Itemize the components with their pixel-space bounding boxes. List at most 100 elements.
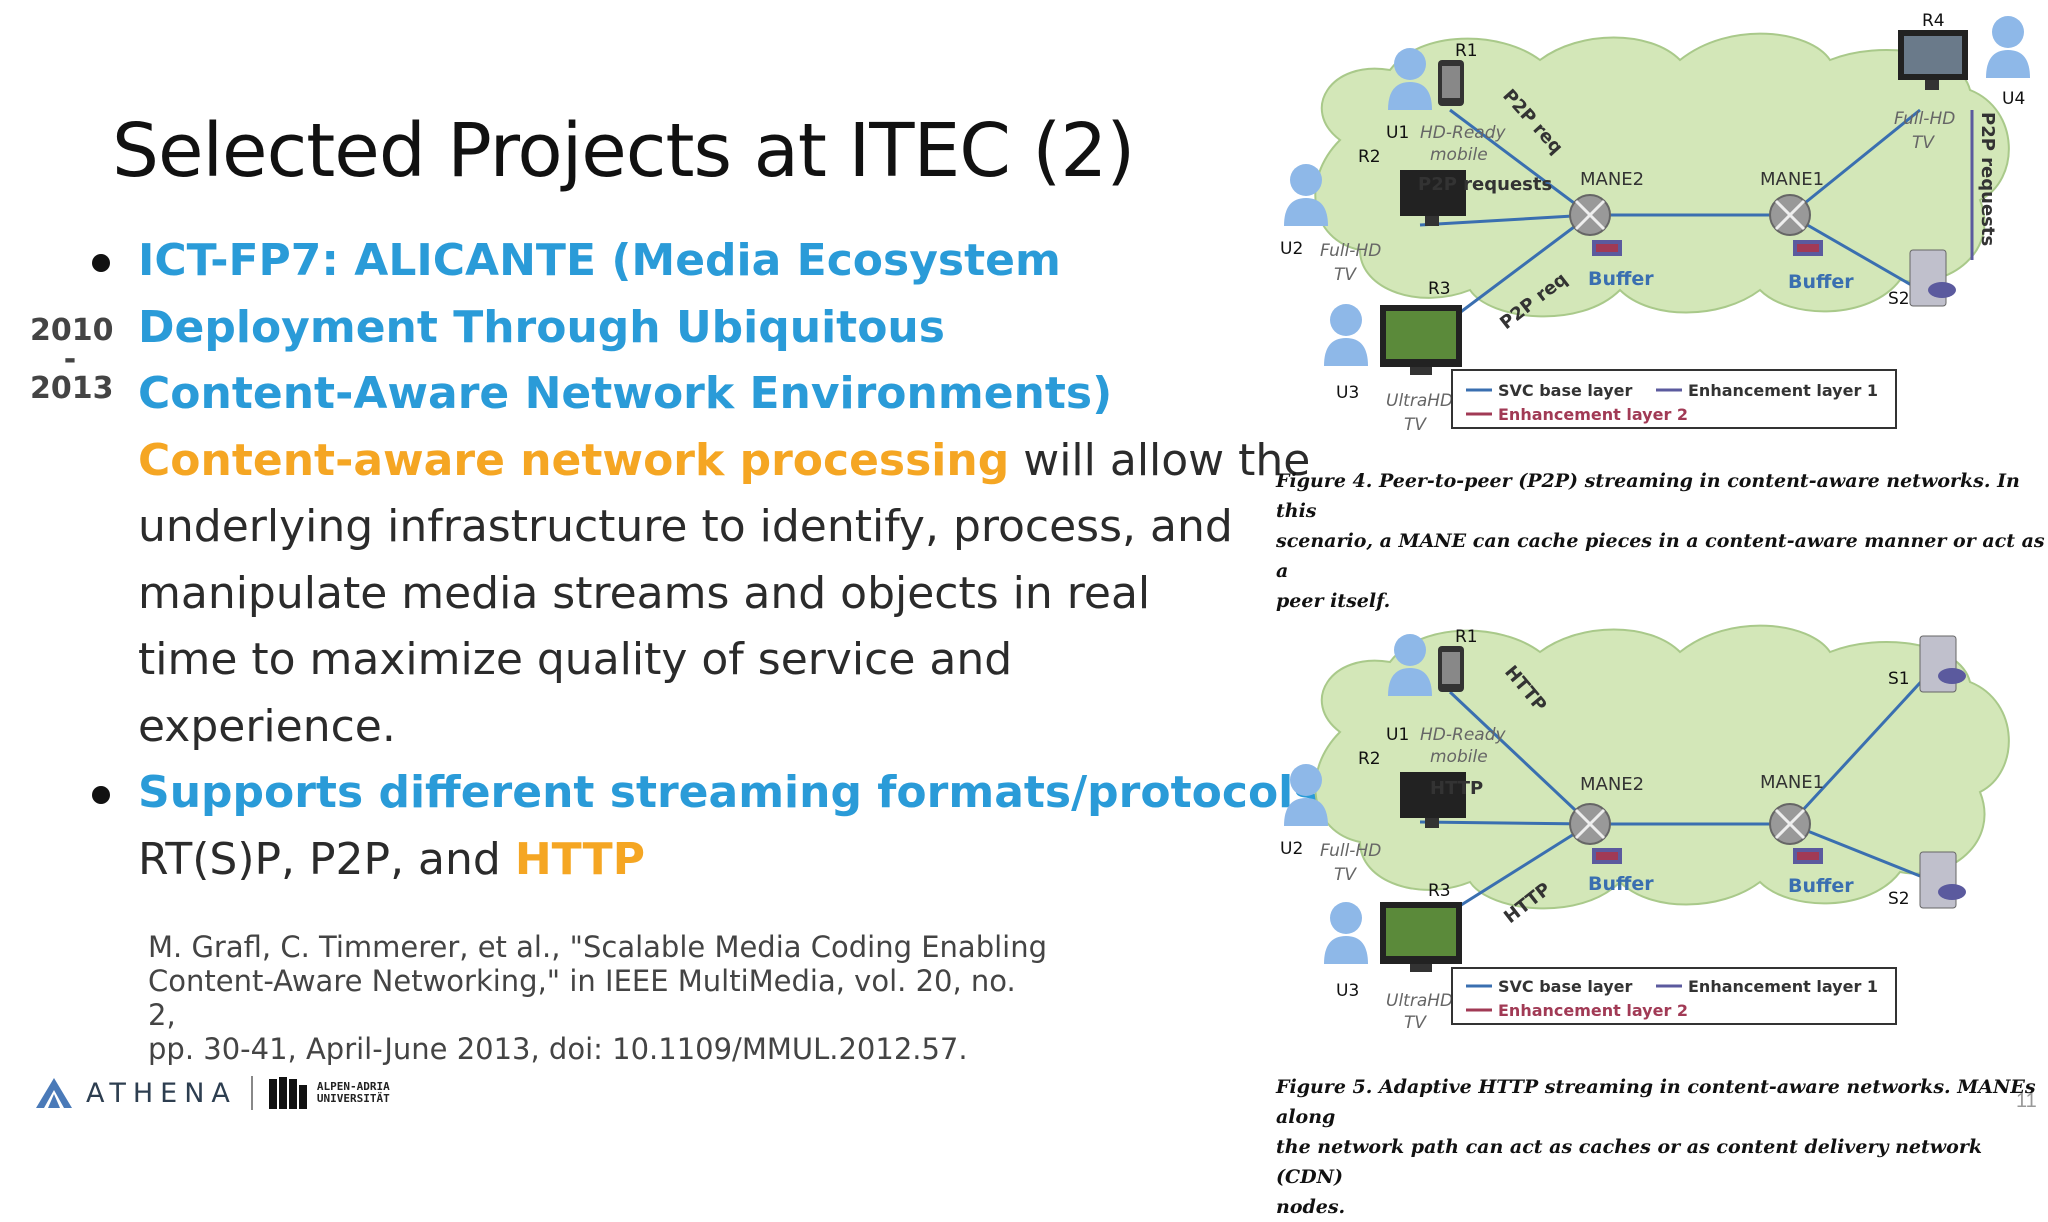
year-end: 2013	[30, 371, 114, 406]
device-caption: UltraHD	[1386, 991, 1453, 1011]
legend-enh2: Enhancement layer 2	[1498, 405, 1688, 424]
link-mane1-s1	[1788, 670, 1932, 826]
athena-logo-text: ATHENA	[86, 1077, 237, 1109]
link-mane1-s2	[1789, 822, 1931, 882]
buffer-icon	[1592, 240, 1622, 256]
bullet-dot	[92, 786, 110, 804]
mane1-label: MANE1	[1760, 772, 1824, 793]
r4-label: R4	[1922, 11, 1945, 31]
bullet-alicante: ICT-FP7: ALICANTE (Media Ecosystem Deplo…	[88, 228, 1318, 760]
aau-logo-text: ALPEN-ADRIA UNIVERSITÄT	[317, 1081, 390, 1105]
phone-icon	[1438, 646, 1464, 692]
legend-enh1: Enhancement layer 1	[1688, 977, 1878, 996]
user-icon	[1388, 48, 1432, 110]
http-highlight: HTTP	[514, 833, 645, 885]
legend-enh1: Enhancement layer 1	[1688, 381, 1878, 400]
mane1-node	[1769, 194, 1811, 236]
user-icon	[1986, 16, 2030, 78]
bullet-heading-line: ICT-FP7: ALICANTE (Media Ecosystem	[138, 235, 1061, 286]
logo-divider	[250, 1076, 253, 1110]
network-cloud	[1314, 32, 2010, 318]
legend-enh2: Enhancement layer 2	[1498, 1001, 1688, 1020]
tv-icon	[1380, 902, 1462, 972]
caption-line: Figure 5. Adaptive HTTP streaming in con…	[1276, 1076, 2036, 1128]
r3-label: R3	[1428, 279, 1451, 299]
device-caption: TV	[1334, 265, 1357, 285]
u2-label: U2	[1280, 839, 1303, 859]
user-icon	[1284, 764, 1328, 826]
legend-box: SVC base layer Enhancement layer 1 Enhan…	[1451, 369, 1897, 429]
server-icon	[1919, 851, 1966, 909]
buffer-icon	[1592, 848, 1622, 864]
server-icon	[1909, 249, 1956, 307]
legend-box: SVC base layer Enhancement layer 1 Enhan…	[1451, 967, 1897, 1025]
device-caption: HD-Ready	[1420, 725, 1506, 745]
page-number: 11	[2016, 1090, 2037, 1112]
device-caption: HD-Ready	[1420, 123, 1506, 143]
link-mane2-r3	[1449, 213, 1591, 322]
bullet-heading-line: Deployment Through Ubiquitous	[138, 301, 945, 353]
u1-label: U1	[1386, 725, 1409, 745]
buffer-icon	[1793, 848, 1823, 864]
caption-line: the network path can act as caches or as…	[1276, 1136, 1982, 1188]
r2-label: R2	[1358, 749, 1381, 769]
u4-label: U4	[2002, 89, 2025, 109]
legend-svc-base: SVC base layer	[1498, 381, 1632, 400]
bullet-text-line: RT(S)P, P2P, and HTTP	[138, 833, 645, 885]
s2-label: S2	[1888, 289, 1910, 309]
figure-http-streaming: MANE2 MANE1 Buffer Buffer R1 R2 R3 U1 U2…	[1280, 624, 2010, 1032]
bullet-text-line: time to maximize quality of service and	[138, 634, 1013, 685]
citation-line: pp. 30-41, April-June 2013, doi: 10.1109…	[148, 1032, 968, 1066]
device-caption: Full-HD	[1894, 109, 1955, 129]
caption-line: peer itself.	[1276, 590, 1391, 612]
bullet-dot	[92, 254, 110, 272]
bullet-text-line: manipulate media streams and objects in …	[138, 567, 1151, 619]
citation: M. Grafl, C. Timmerer, et al., "Scalable…	[148, 930, 1048, 1066]
figure-p2p-streaming: MANE2 MANE1 Buffer Buffer R1 R2 R3 R4 U1…	[1280, 11, 2030, 435]
phone-icon	[1438, 60, 1464, 106]
s2-label: S2	[1888, 889, 1910, 909]
buffer-label: Buffer	[1588, 268, 1654, 290]
bullet-heading-line: Supports different streaming formats/pro…	[138, 767, 1320, 818]
device-caption: TV	[1334, 865, 1357, 885]
buffer-icon	[1793, 240, 1823, 256]
device-caption: TV	[1404, 415, 1427, 435]
mane1-label: MANE1	[1760, 169, 1824, 190]
bullet-text-line: underlying infrastructure to identify, p…	[138, 501, 1233, 552]
link-mane1-r4	[1789, 108, 1921, 217]
year-start: 2010	[30, 313, 114, 348]
buffer-label: Buffer	[1788, 875, 1854, 897]
bullet-protocols: Supports different streaming formats/pro…	[88, 760, 1320, 893]
device-caption: TV	[1404, 1013, 1427, 1032]
mane2-label: MANE2	[1580, 169, 1644, 190]
http-request-label: HTTP	[1430, 778, 1483, 799]
citation-line: Content-Aware Networking," in IEEE Multi…	[148, 964, 1016, 1032]
user-icon	[1324, 304, 1368, 366]
footer-logos: ATHENA ALPEN-ADRIA UNIVERSITÄT	[34, 1068, 390, 1118]
buffer-label: Buffer	[1588, 873, 1654, 895]
aau-line: ALPEN-ADRIA	[316, 1080, 390, 1093]
aau-logo-icon	[268, 1077, 307, 1109]
year-range: 2010 - 2013	[30, 312, 114, 408]
citation-line: M. Grafl, C. Timmerer, et al., "Scalable…	[148, 930, 1048, 964]
tv-icon	[1400, 170, 1466, 226]
server-icon	[1919, 635, 1966, 693]
r3-label: R3	[1428, 881, 1451, 901]
u1-label: U1	[1386, 123, 1409, 143]
u3-label: U3	[1336, 383, 1359, 403]
slide: Selected Projects at ITEC (2) 2010 - 201…	[30, 11, 2045, 1218]
device-caption: UltraHD	[1386, 391, 1453, 411]
mane2-node	[1569, 803, 1611, 845]
s1-label: S1	[1888, 669, 1910, 689]
mane2-node	[1569, 194, 1611, 236]
device-caption: mobile	[1430, 145, 1488, 165]
link-mane2-r2	[1419, 213, 1591, 227]
tv-icon	[1400, 772, 1466, 828]
caption-line: nodes.	[1276, 1196, 1346, 1218]
mane1-node	[1769, 803, 1811, 845]
tv-icon	[1380, 305, 1462, 375]
device-caption: TV	[1912, 133, 1935, 153]
figure5-caption: Figure 5. Adaptive HTTP streaming in con…	[1276, 1072, 2046, 1222]
mane2-label: MANE2	[1580, 774, 1644, 795]
legend-svc-base: SVC base layer	[1498, 977, 1632, 996]
